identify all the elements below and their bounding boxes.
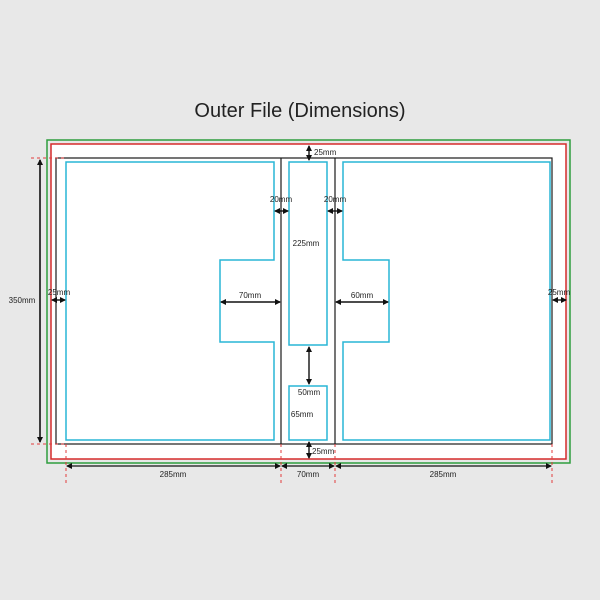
label-spine-slot-height: 225mm (293, 239, 320, 248)
label-left-notch: 20mm (270, 195, 293, 204)
label-left-panel: 285mm (160, 470, 187, 479)
spine-slot-small (288, 385, 328, 441)
label-spine-width: 70mm (297, 470, 320, 479)
right-pocket-outline (342, 161, 551, 441)
label-right-margin: 25mm (548, 288, 571, 297)
label-right-panel: 285mm (430, 470, 457, 479)
left-pocket-outline (65, 161, 275, 441)
label-overall-height: 350mm (9, 296, 36, 305)
label-left-margin: 25mm (48, 288, 71, 297)
label-right-tab: 60mm (351, 291, 374, 300)
label-slot-gap: 50mm (298, 388, 321, 397)
label-small-slot: 65mm (291, 410, 314, 419)
trim-line (50, 143, 567, 460)
label-bottom-margin: 25mm (312, 447, 335, 456)
label-top-margin: 25mm (314, 148, 337, 157)
label-right-notch: 20mm (324, 195, 347, 204)
label-left-tab: 70mm (239, 291, 262, 300)
spine-slot-large (288, 161, 328, 346)
page-title: Outer File (Dimensions) (194, 100, 405, 122)
